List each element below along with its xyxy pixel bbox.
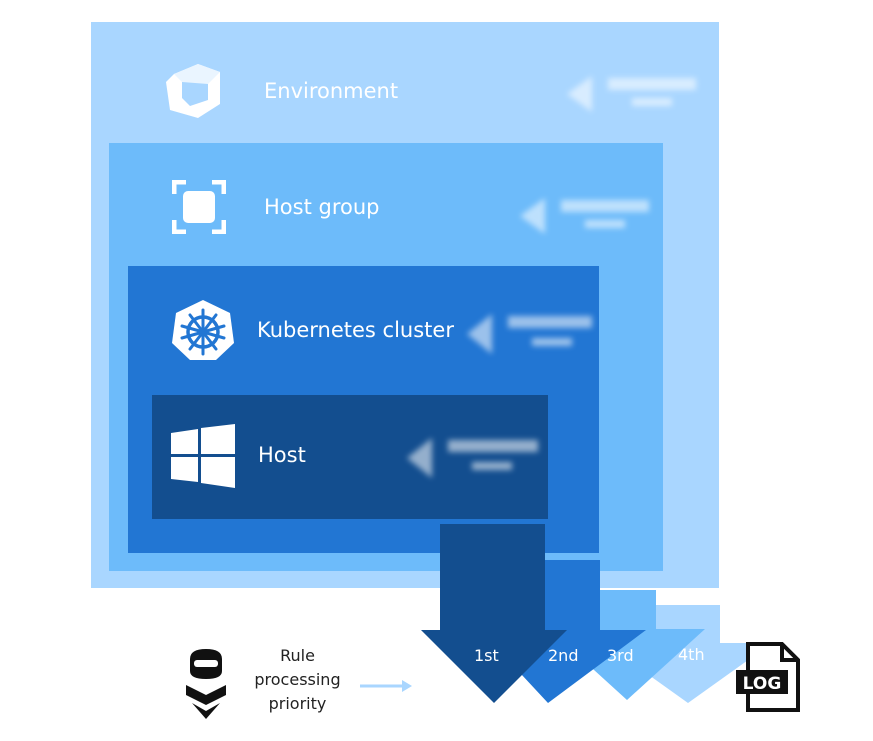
log-file-icon: LOG bbox=[736, 642, 800, 712]
legend-text: Rule processing priority bbox=[250, 644, 345, 716]
blurred-logo bbox=[407, 438, 538, 478]
arrow-4th bbox=[604, 605, 772, 703]
arrow-3rd bbox=[549, 590, 705, 700]
arrow-1st bbox=[421, 524, 567, 703]
blurred-logo bbox=[567, 76, 696, 112]
arrow-4th-label: 4th bbox=[678, 645, 705, 664]
legend-line-1: Rule bbox=[280, 646, 315, 665]
log-label: LOG bbox=[743, 674, 782, 694]
cube-icon bbox=[166, 64, 220, 118]
kubernetes-helm-icon bbox=[172, 300, 234, 360]
frame-icon bbox=[172, 180, 226, 234]
ninja-icon bbox=[186, 649, 226, 719]
windows-logo-icon bbox=[171, 424, 235, 488]
environment-label: Environment bbox=[264, 79, 399, 103]
host-group-label: Host group bbox=[264, 195, 380, 219]
arrow-2nd-label: 2nd bbox=[548, 646, 579, 665]
legend-line-2: processing bbox=[254, 670, 341, 689]
legend-line-3: priority bbox=[268, 694, 327, 713]
blurred-logo bbox=[520, 198, 649, 234]
arrow-3rd-label: 3rd bbox=[607, 646, 634, 665]
kubernetes-cluster-label: Kubernetes cluster bbox=[257, 318, 454, 342]
legend-arrow-head bbox=[402, 680, 412, 692]
arrow-1st-label: 1st bbox=[474, 646, 499, 665]
blurred-logo bbox=[467, 314, 592, 354]
host-label: Host bbox=[258, 443, 306, 467]
